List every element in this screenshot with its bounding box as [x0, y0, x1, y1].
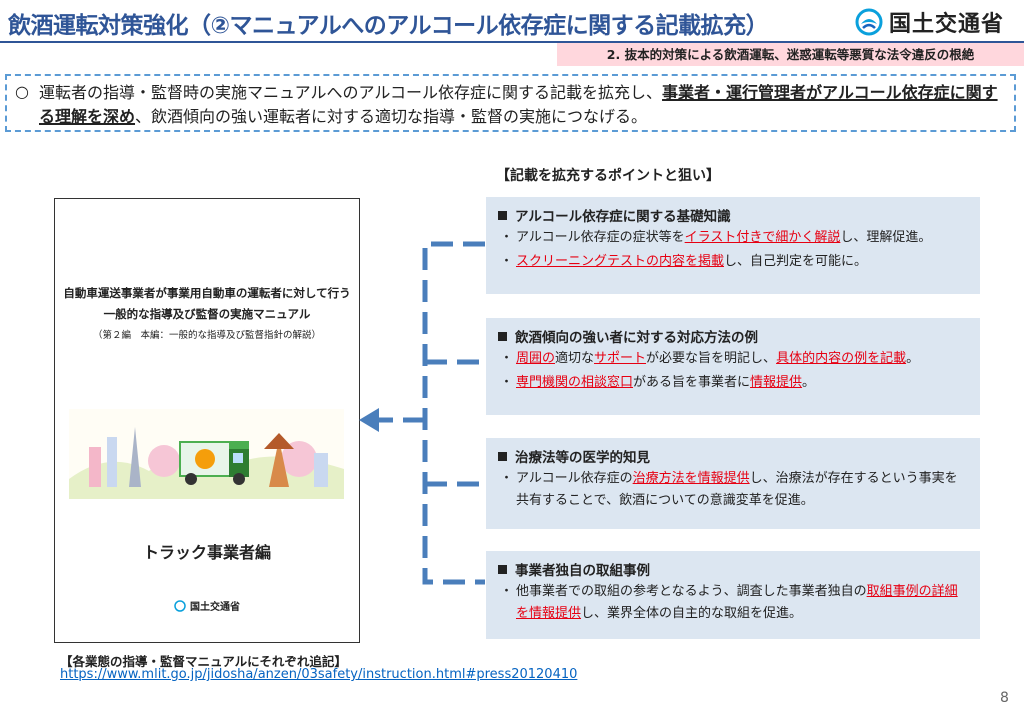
- intro-bullet: ○: [15, 82, 29, 101]
- bullet-text: し、治療法が存在するという事実を共有することで、飲酒についての意識変革を促進。: [516, 471, 958, 508]
- intro-box: ○ 運転者の指導・監督時の実施マニュアルへのアルコール依存症に関する記載を拡充し…: [5, 74, 1016, 132]
- bullet-text: し、自己判定を可能に。: [724, 254, 868, 269]
- square-bullet-icon: [498, 564, 507, 574]
- bullet-dot: ・: [500, 230, 514, 245]
- point-title-text: アルコール依存症に関する基礎知識: [515, 209, 731, 225]
- title-rule: [0, 41, 1024, 43]
- point-bullet: ・アルコール依存症の症状等をイラスト付きで細かく解説し、理解促進。: [498, 227, 968, 249]
- bullet-dot: ・: [500, 375, 514, 390]
- connector-bracket: [359, 241, 485, 585]
- point-title-text: 事業者独自の取組事例: [515, 563, 650, 579]
- intro-part1: 運転者の指導・監督時の実施マニュアルへのアルコール依存症に関する記載を拡充し、: [39, 83, 663, 102]
- mlit-emblem-icon: [174, 599, 186, 612]
- section-subtitle: 2. 抜本的対策による飲酒運転、迷惑運転等悪質な法令違反の根絶: [557, 43, 1024, 66]
- ministry-logo: 国土交通省: [855, 5, 1020, 39]
- highlighted-text: 専門機関の相談窓口: [516, 375, 634, 390]
- bullet-text: し、理解促進。: [840, 230, 932, 245]
- highlighted-text: イラスト付きで細かく解説: [684, 230, 841, 245]
- points-header: 【記載を拡充するポイントと狙い】: [496, 168, 720, 184]
- bullet-dot: ・: [500, 471, 514, 486]
- point-title: 飲酒傾向の強い者に対する対応方法の例: [498, 326, 968, 346]
- bullet-dot: ・: [500, 254, 514, 269]
- bullet-text: 適切な: [555, 351, 595, 366]
- point-bullet: ・アルコール依存症の治療方法を情報提供し、治療法が存在するという事実を共有するこ…: [498, 468, 968, 512]
- point-bullet: ・他事業者での取組の参考となるよう、調査した事業者独自の取組事例の詳細を情報提供…: [498, 581, 968, 625]
- highlighted-text: 治療方法を情報提供: [632, 471, 750, 486]
- bullet-text: がある旨を事業者に: [633, 375, 751, 390]
- reference-link[interactable]: https://www.mlit.go.jp/jidosha/anzen/03s…: [60, 667, 578, 682]
- highlighted-text: 取組事例の詳細を情報提供: [516, 584, 958, 621]
- highlighted-text: 具体的内容の例を記載: [776, 351, 907, 366]
- square-bullet-icon: [498, 331, 507, 341]
- point-box: 治療法等の医学的知見・アルコール依存症の治療方法を情報提供し、治療法が存在すると…: [486, 438, 980, 529]
- bullet-text: が必要な旨を明記し、: [646, 351, 777, 366]
- square-bullet-icon: [498, 210, 507, 220]
- bullet-text: アルコール依存症の症状等を: [516, 230, 685, 245]
- page-title: 飲酒運転対策強化（②マニュアルへのアルコール依存症に関する記載拡充）: [8, 13, 769, 39]
- point-bullet: ・スクリーニングテストの内容を掲載し、自己判定を可能に。: [498, 251, 968, 273]
- highlighted-text: 情報提供: [750, 375, 803, 390]
- point-title-text: 飲酒傾向の強い者に対する対応方法の例: [515, 330, 758, 346]
- point-title: アルコール依存症に関する基礎知識: [498, 205, 968, 225]
- point-box: 飲酒傾向の強い者に対する対応方法の例・周囲の適切なサポートが必要な旨を明記し、具…: [486, 318, 980, 415]
- arrow-left-icon: [359, 408, 379, 432]
- manual-edition: トラック事業者編: [142, 543, 271, 562]
- intro-part2: 、飲酒傾向の強い運転者に対する適切な指導・監督の実施につなげる。: [135, 107, 648, 126]
- bullet-text: 。: [906, 351, 920, 366]
- bullet-text: 。: [802, 375, 816, 390]
- point-title: 事業者独自の取組事例: [498, 559, 968, 579]
- point-title-text: 治療法等の医学的知見: [515, 450, 650, 466]
- point-bullet: ・専門機関の相談窓口がある旨を事業者に情報提供。: [498, 372, 968, 394]
- highlighted-text: 周囲の: [516, 351, 556, 366]
- bullet-dot: ・: [500, 351, 514, 366]
- point-box: アルコール依存症に関する基礎知識・アルコール依存症の症状等をイラスト付きで細かく…: [486, 197, 980, 294]
- manual-publisher: 国土交通省: [55, 598, 359, 613]
- point-bullet: ・周囲の適切なサポートが必要な旨を明記し、具体的内容の例を記載。: [498, 348, 968, 370]
- bullet-dot: ・: [500, 584, 514, 599]
- point-title: 治療法等の医学的知見: [498, 446, 968, 466]
- square-bullet-icon: [498, 451, 507, 461]
- intro-text: 運転者の指導・監督時の実施マニュアルへのアルコール依存症に関する記載を拡充し、事…: [39, 81, 1009, 129]
- manual-title-line1: 自動車運送事業者が事業用自動車の運転者に対して行う: [63, 286, 351, 300]
- point-box: 事業者独自の取組事例・他事業者での取組の参考となるよう、調査した事業者独自の取組…: [486, 551, 980, 639]
- bullet-text: 他事業者での取組の参考となるよう、調査した事業者独自の: [516, 584, 867, 599]
- cityscape-truck-illustration: [69, 409, 344, 499]
- manual-title-line3: （第２編 本編：一般的な指導及び監督指針の解説）: [92, 330, 321, 341]
- intro-emphasis: 事業者・運行管理者がアルコール依存症に関する理解を深め: [39, 83, 998, 126]
- manual-title-line2: 一般的な指導及び監督の実施マニュアル: [103, 307, 311, 321]
- url-label: 【各業態の指導・監督マニュアルにそれぞれ追記】: [60, 654, 347, 669]
- manual-cover: 自動車運送事業者が事業用自動車の運転者に対して行う 一般的な指導及び監督の実施マ…: [54, 198, 360, 643]
- page-number: 8: [1000, 690, 1009, 706]
- bullet-text: アルコール依存症の: [516, 471, 633, 486]
- manual-publisher-text: 国土交通省: [190, 602, 240, 613]
- mlit-emblem-icon: [855, 8, 883, 36]
- logo-text: 国土交通省: [889, 12, 1005, 37]
- highlighted-text: サポート: [594, 351, 647, 366]
- highlighted-text: スクリーニングテストの内容を掲載: [516, 254, 725, 269]
- bullet-text: し、業界全体の自主的な取組を促進。: [581, 606, 803, 621]
